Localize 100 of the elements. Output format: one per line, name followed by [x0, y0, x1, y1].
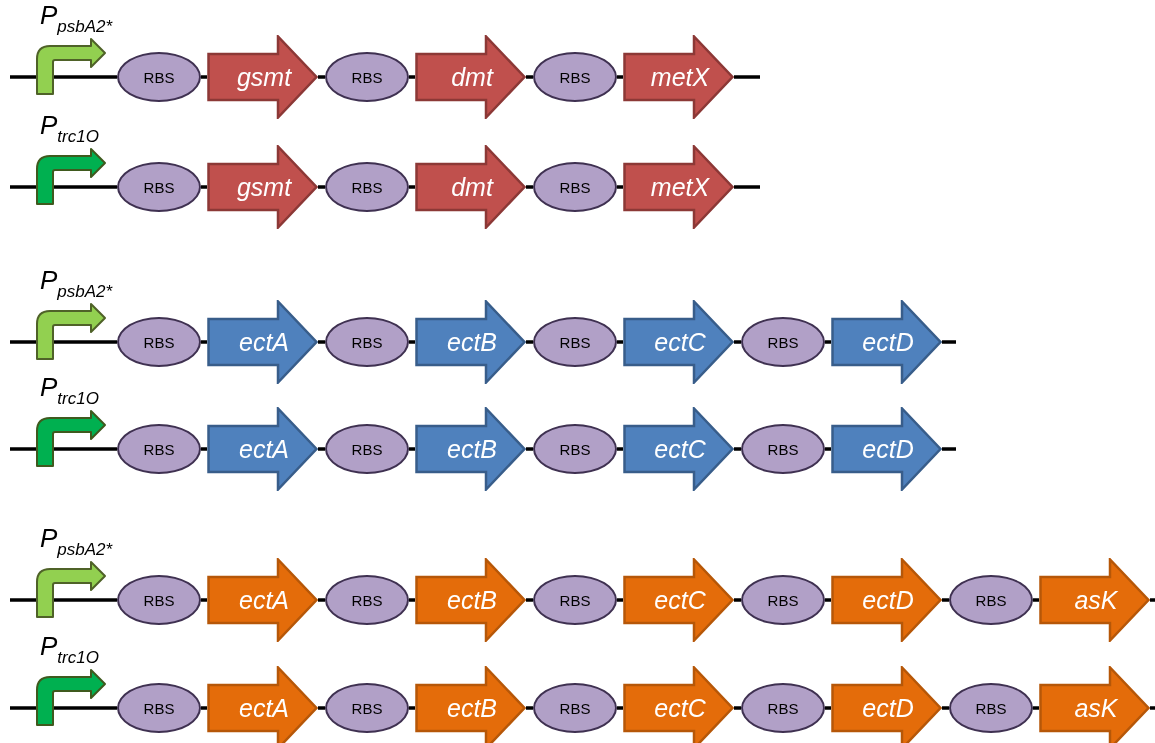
coding-sequence: ectC	[623, 558, 734, 642]
dna-backbone	[53, 706, 117, 710]
dna-backbone	[734, 598, 741, 602]
rbs-ellipse: RBS	[117, 162, 201, 212]
dna-backbone	[526, 340, 533, 344]
dna-backbone	[318, 706, 325, 710]
dna-backbone	[10, 340, 36, 344]
dna-backbone	[53, 185, 117, 189]
dna-backbone	[10, 598, 36, 602]
promoter-label: P$_{trc1O}$	[40, 633, 99, 666]
rbs-ellipse: RBS	[533, 162, 617, 212]
dna-backbone	[617, 706, 623, 710]
dna-backbone	[10, 185, 36, 189]
dna-backbone	[409, 340, 415, 344]
dna-backbone	[825, 706, 831, 710]
dna-backbone	[201, 706, 207, 710]
rbs-ellipse: RBS	[325, 317, 409, 367]
rbs-ellipse: RBS	[949, 683, 1033, 733]
coding-sequence: ectC	[623, 300, 734, 384]
coding-sequence: metX	[623, 35, 734, 119]
rbs-ellipse: RBS	[741, 683, 825, 733]
dna-backbone	[942, 447, 956, 451]
dna-backbone	[318, 340, 325, 344]
dna-backbone	[734, 185, 760, 189]
rbs-ellipse: RBS	[533, 683, 617, 733]
coding-sequence: gsmt	[207, 35, 318, 119]
dna-backbone	[1033, 706, 1039, 710]
rbs-ellipse: RBS	[533, 424, 617, 474]
dna-backbone	[409, 185, 415, 189]
dna-backbone	[53, 75, 117, 79]
dna-backbone	[10, 75, 36, 79]
dna-backbone	[734, 706, 741, 710]
rbs-ellipse: RBS	[741, 424, 825, 474]
dna-backbone	[617, 340, 623, 344]
rbs-ellipse: RBS	[533, 52, 617, 102]
dna-backbone	[201, 185, 207, 189]
coding-sequence: ectA	[207, 558, 318, 642]
coding-sequence: metX	[623, 145, 734, 229]
dna-backbone	[318, 75, 325, 79]
coding-sequence: gsmt	[207, 145, 318, 229]
dna-backbone	[526, 706, 533, 710]
rbs-ellipse: RBS	[117, 52, 201, 102]
dna-backbone	[53, 598, 117, 602]
dna-backbone	[526, 75, 533, 79]
dna-backbone	[1033, 598, 1039, 602]
dna-backbone	[734, 75, 760, 79]
dna-backbone	[318, 598, 325, 602]
dna-backbone	[318, 447, 325, 451]
dna-backbone	[526, 447, 533, 451]
promoter-label: P$_{psbA2*}$	[40, 267, 113, 300]
rbs-ellipse: RBS	[741, 317, 825, 367]
dna-backbone	[409, 706, 415, 710]
dna-backbone	[617, 447, 623, 451]
dna-backbone	[318, 185, 325, 189]
coding-sequence: dmt	[415, 145, 526, 229]
rbs-ellipse: RBS	[533, 317, 617, 367]
dna-backbone	[409, 598, 415, 602]
promoter-label: P$_{psbA2*}$	[40, 2, 113, 35]
rbs-ellipse: RBS	[117, 575, 201, 625]
dna-backbone	[617, 598, 623, 602]
dna-backbone	[617, 185, 623, 189]
coding-sequence: ectB	[415, 300, 526, 384]
dna-backbone	[201, 447, 207, 451]
dna-backbone	[734, 447, 741, 451]
dna-backbone	[201, 340, 207, 344]
dna-backbone	[526, 598, 533, 602]
rbs-ellipse: RBS	[117, 683, 201, 733]
coding-sequence: ectA	[207, 407, 318, 491]
dna-backbone	[942, 340, 956, 344]
coding-sequence: ectD	[831, 300, 942, 384]
rbs-ellipse: RBS	[325, 424, 409, 474]
dna-backbone	[10, 706, 36, 710]
promoter-label: P$_{trc1O}$	[40, 374, 99, 407]
dna-backbone	[1150, 598, 1155, 602]
rbs-ellipse: RBS	[533, 575, 617, 625]
rbs-ellipse: RBS	[325, 683, 409, 733]
coding-sequence: ectD	[831, 407, 942, 491]
dna-backbone	[10, 447, 36, 451]
coding-sequence: asK	[1039, 558, 1150, 642]
rbs-ellipse: RBS	[949, 575, 1033, 625]
coding-sequence: ectB	[415, 558, 526, 642]
rbs-ellipse: RBS	[741, 575, 825, 625]
coding-sequence: ectB	[415, 666, 526, 743]
dna-backbone	[1150, 706, 1155, 710]
dna-backbone	[617, 75, 623, 79]
coding-sequence: ectB	[415, 407, 526, 491]
coding-sequence: ectD	[831, 558, 942, 642]
coding-sequence: ectC	[623, 407, 734, 491]
promoter-label: P$_{trc1O}$	[40, 112, 99, 145]
dna-backbone	[825, 447, 831, 451]
dna-backbone	[526, 185, 533, 189]
dna-backbone	[53, 447, 117, 451]
coding-sequence: asK	[1039, 666, 1150, 743]
dna-backbone	[201, 598, 207, 602]
rbs-ellipse: RBS	[117, 424, 201, 474]
rbs-ellipse: RBS	[325, 52, 409, 102]
dna-backbone	[942, 706, 949, 710]
rbs-ellipse: RBS	[117, 317, 201, 367]
dna-backbone	[201, 75, 207, 79]
rbs-ellipse: RBS	[325, 575, 409, 625]
